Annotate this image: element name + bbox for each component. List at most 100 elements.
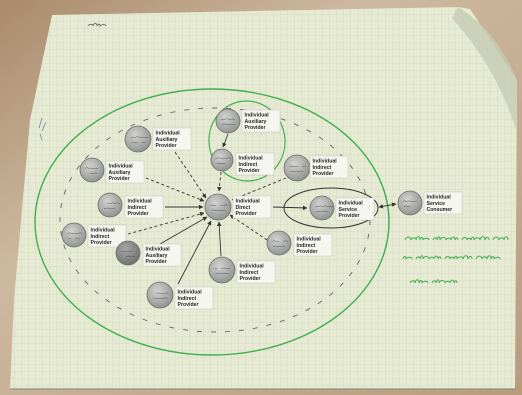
- node-handwriting: [315, 210, 329, 213]
- node-label-card: [174, 286, 214, 310]
- node-label-line: Individual: [245, 113, 270, 119]
- arrow: [216, 221, 222, 257]
- node-label-line: Individual: [427, 195, 452, 201]
- node-circle: [146, 281, 174, 309]
- node-label-line: Provider: [178, 302, 199, 308]
- node-label-card: [87, 224, 127, 248]
- arrow: [229, 214, 268, 241]
- node-label-line: Provider: [236, 211, 257, 217]
- node-circle: [309, 195, 335, 221]
- node-handwriting: [289, 165, 307, 168]
- node-handwriting: [66, 232, 82, 235]
- arrow: [159, 216, 208, 245]
- node-label-card: [235, 152, 275, 176]
- node-label-line: Individual: [313, 159, 338, 165]
- node-circle: [79, 157, 105, 183]
- node-label-line: Service: [427, 201, 446, 207]
- node-handwriting: [131, 142, 146, 144]
- node-handwriting: [103, 207, 116, 210]
- arrow: [378, 202, 397, 209]
- node-label-line: Individual: [236, 199, 261, 205]
- node-label-line: Provider: [146, 259, 167, 265]
- node-label-line: Individual: [156, 131, 181, 137]
- node-label-line: Provider: [91, 240, 112, 246]
- node-label-line: Auxiliary: [109, 170, 131, 176]
- node-label-line: Individual: [91, 228, 116, 234]
- node-handwriting: [314, 205, 333, 208]
- handwriting-line: [404, 236, 509, 241]
- node-label-line: Auxiliary: [146, 253, 168, 259]
- node-label-line: Individual: [239, 156, 264, 162]
- node-label-line: Individual: [146, 247, 171, 253]
- node-label-line: Provider: [339, 213, 360, 219]
- arrow: [174, 151, 207, 199]
- node-circle: [283, 154, 311, 182]
- node-handwriting: [211, 209, 226, 212]
- node-label-card: [105, 160, 145, 184]
- node-label-line: Indirect: [239, 162, 258, 168]
- margin-scribbles: [38, 23, 107, 141]
- node-handwriting: [156, 292, 169, 295]
- nodes: IndividualAuxiliaryProviderIndividualInd…: [61, 108, 463, 310]
- node-label-card: [124, 195, 164, 219]
- node-handwriting: [221, 123, 236, 126]
- outer-green-boundary: [34, 88, 390, 356]
- arrow: [272, 205, 308, 211]
- green-handwritten-note: [402, 236, 509, 283]
- node-label-line: Indirect: [178, 296, 197, 302]
- node-label-line: Provider: [156, 143, 177, 149]
- node-label-line: Provider: [245, 125, 266, 131]
- node-label-line: Individual: [339, 201, 364, 207]
- node-circle: [61, 222, 87, 248]
- node-handwriting: [220, 118, 235, 121]
- node-label-line: Indirect: [313, 165, 332, 171]
- node-label-line: Consumer: [427, 207, 453, 213]
- node-label-card: [309, 155, 349, 179]
- node-label-card: [423, 191, 463, 215]
- node-label-line: Indirect: [240, 270, 259, 276]
- arrow: [177, 220, 212, 285]
- node-label-line: Indirect: [128, 205, 147, 211]
- arrows: [127, 133, 397, 285]
- node-label-line: Indirect: [297, 243, 316, 249]
- node-label-line: Direct: [236, 205, 251, 211]
- arrow: [231, 177, 287, 201]
- node-handwriting: [153, 297, 168, 300]
- node-label-card: [236, 260, 276, 284]
- paper-curl-shadow: [452, 7, 517, 130]
- node-handwriting: [271, 240, 288, 243]
- node-circle: [115, 240, 141, 266]
- node-handwriting: [210, 204, 228, 207]
- node-label-card: [142, 243, 182, 267]
- node-handwriting: [272, 245, 286, 248]
- node-handwriting: [215, 157, 231, 160]
- node-handwriting: [402, 200, 417, 203]
- node-handwriting: [89, 172, 98, 175]
- node-label-card: [293, 233, 333, 257]
- node-circle: [266, 230, 292, 256]
- node-label-line: Individual: [297, 237, 322, 243]
- node-label-line: Provider: [313, 171, 334, 177]
- node-label-line: Provider: [297, 249, 318, 255]
- node-label-card: [152, 127, 192, 151]
- node-label-line: Individual: [178, 290, 203, 296]
